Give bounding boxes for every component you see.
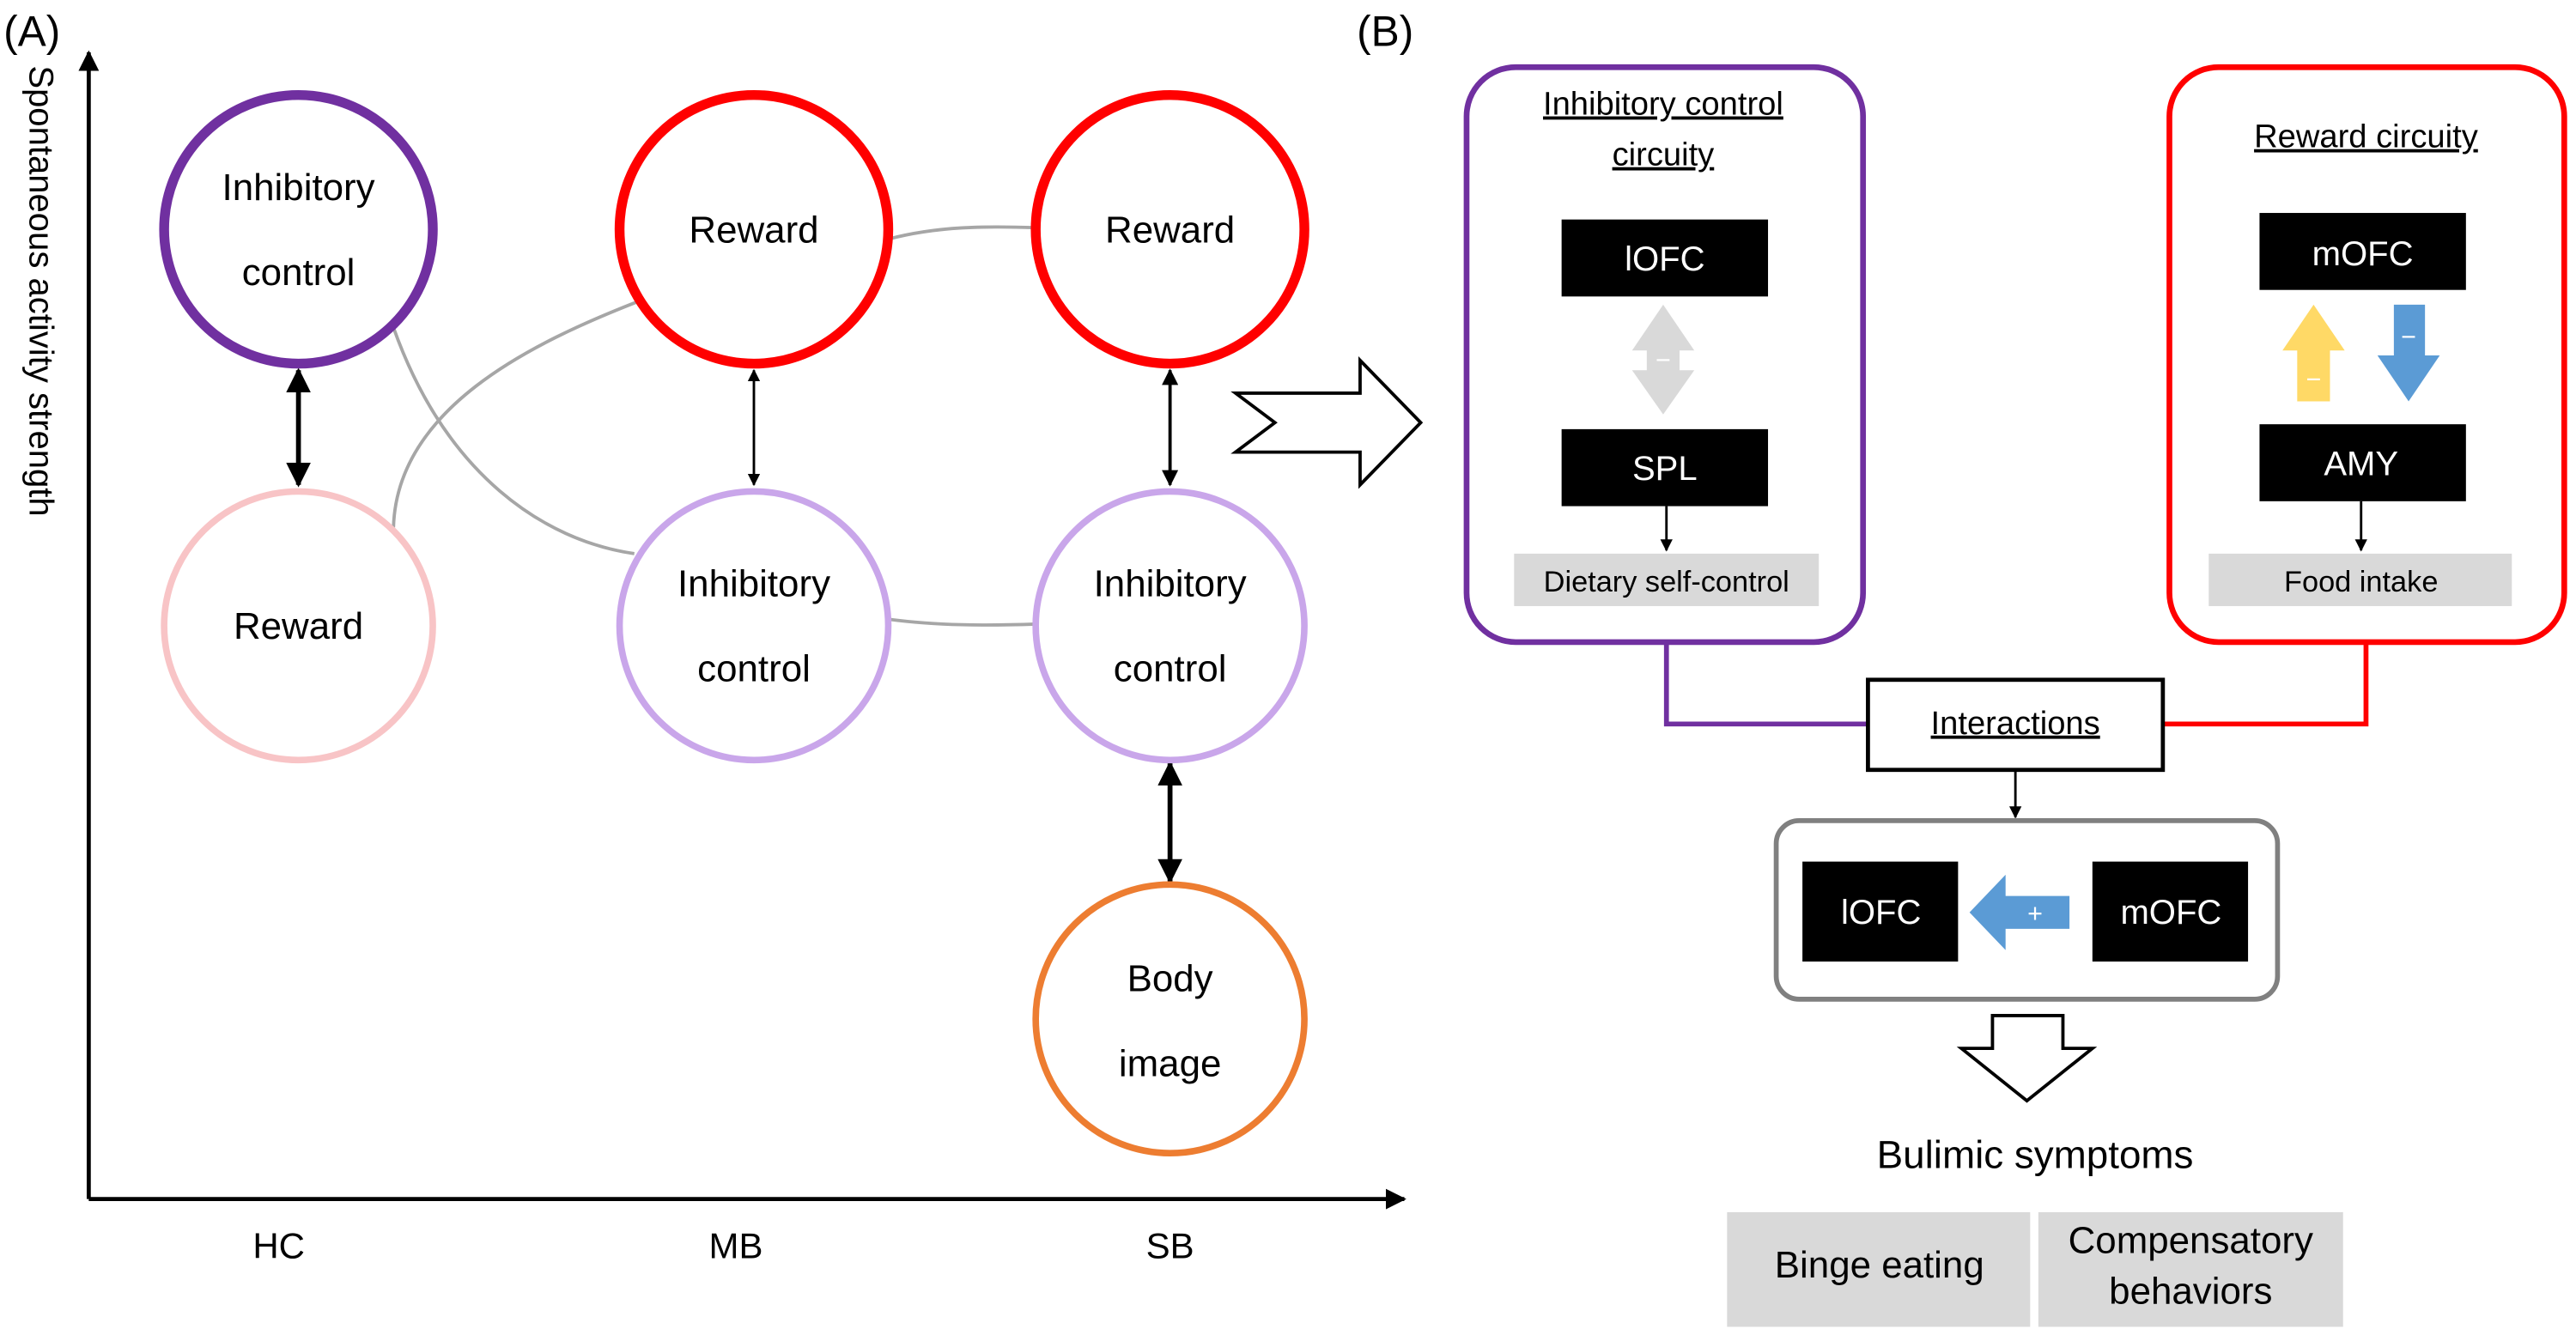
node-mb-inhibitory: Inhibitory control [616, 488, 892, 764]
interaction-mofc-box [2092, 861, 2249, 962]
svg-text:−: − [2401, 323, 2416, 352]
svg-text:mOFC: mOFC [2312, 235, 2414, 273]
panel-b-label: (B) [1357, 7, 1413, 55]
node-sb-inhibitory: Inhibitory control [1032, 488, 1308, 764]
svg-text:−: − [2306, 365, 2321, 394]
symptoms: Bulimic symptoms Binge eating Compensato… [1727, 1132, 2343, 1327]
compensatory-behaviors-box [2038, 1211, 2343, 1327]
y-axis-label: Spontaneous activity strength [22, 65, 60, 516]
svg-text:Inhibitory: Inhibitory [677, 563, 830, 605]
svg-text:Bulimic symptoms: Bulimic symptoms [1877, 1132, 2194, 1176]
node-sb-reward: Reward [1030, 89, 1309, 369]
svg-text:Inhibitory: Inhibitory [222, 167, 375, 209]
lofc-box [1561, 219, 1769, 297]
svg-text:Body: Body [1127, 957, 1213, 999]
node-mb-reward: Reward [614, 89, 894, 369]
svg-text:Dietary self-control: Dietary self-control [1544, 566, 1789, 598]
gray-double-arrow-icon [1631, 304, 1695, 415]
node-hc-reward: Reward [161, 488, 436, 764]
svg-text:Binge eating: Binge eating [1775, 1244, 1984, 1286]
inhibitory-circuit-box: Inhibitory control circuity lOFC − SPL D… [1463, 64, 1867, 646]
interaction-lofc-box [1802, 861, 1959, 962]
svg-text:Reward: Reward [689, 209, 818, 251]
blue-down-arrow-icon [2377, 304, 2440, 402]
svg-text:Interactions: Interactions [1931, 705, 2100, 742]
reward-circuit-box: Reward circuity mOFC − − AMY Food intake [2166, 64, 2567, 646]
hollow-down-arrow-icon [1956, 1014, 2098, 1103]
svg-text:control: control [242, 252, 355, 294]
binge-eating-box [1727, 1211, 2031, 1327]
svg-text:Reward: Reward [234, 605, 363, 647]
blue-left-arrow-icon [1969, 874, 2070, 950]
double-arrows [286, 367, 1182, 884]
spl-box [1561, 428, 1769, 507]
svg-text:Inhibitory control: Inhibitory control [1543, 86, 1783, 123]
svg-text:Reward: Reward [1105, 209, 1235, 251]
svg-text:AMY: AMY [2324, 445, 2398, 482]
connection-curves [392, 225, 1036, 627]
interactions-box: Interactions lOFC + mOFC [1773, 677, 2281, 1002]
mofc-box [2259, 213, 2466, 290]
dietary-self-control-box [1514, 553, 1820, 606]
svg-text:lOFC: lOFC [1625, 240, 1704, 278]
node-sb-body-image: Body image [1032, 881, 1308, 1157]
circuit-connectors [1663, 641, 2369, 727]
svg-text:control: control [697, 648, 811, 690]
svg-text:lOFC: lOFC [1841, 894, 1921, 931]
svg-text:behaviors: behaviors [2109, 1271, 2272, 1313]
food-intake-box [2208, 553, 2512, 606]
svg-text:Reward circuity: Reward circuity [2254, 118, 2478, 155]
yellow-up-arrow-icon [2282, 304, 2345, 402]
amy-box [2259, 424, 2466, 501]
svg-text:+: + [2027, 899, 2043, 928]
node-hc-inhibitory: Inhibitory control [159, 89, 438, 369]
svg-text:mOFC: mOFC [2120, 894, 2221, 931]
svg-text:image: image [1119, 1043, 1222, 1085]
svg-text:−: − [1656, 345, 1671, 374]
x-tick-hc: HC [252, 1225, 305, 1265]
axes [78, 50, 1406, 1210]
x-tick-mb: MB [709, 1225, 763, 1265]
hollow-right-arrow-icon [1230, 356, 1424, 489]
x-tick-sb: SB [1146, 1225, 1194, 1265]
svg-text:circuity: circuity [1613, 137, 1715, 173]
svg-text:SPL: SPL [1632, 450, 1698, 488]
svg-text:Inhibitory: Inhibitory [1094, 563, 1247, 605]
svg-text:Food intake: Food intake [2284, 566, 2438, 598]
svg-text:control: control [1114, 648, 1227, 690]
panel-a-label: (A) [3, 7, 60, 55]
svg-text:Compensatory: Compensatory [2069, 1220, 2313, 1262]
